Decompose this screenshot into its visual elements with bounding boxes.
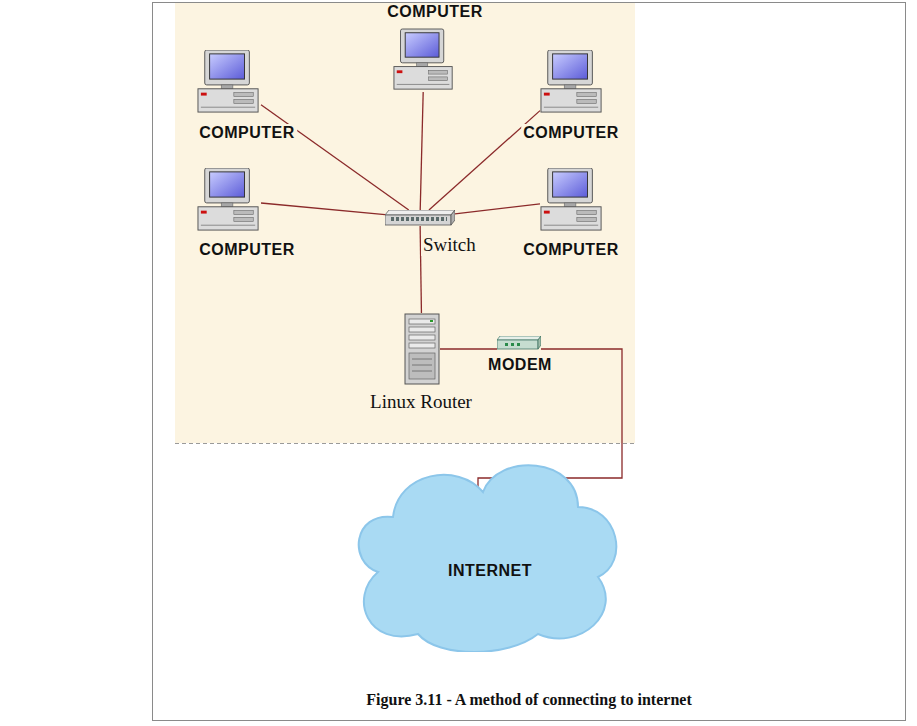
pc-symbol xyxy=(541,168,601,230)
pc-icon xyxy=(540,50,604,114)
pc-icon xyxy=(540,168,604,232)
network-cable xyxy=(261,203,385,215)
modem-symbol xyxy=(497,336,541,349)
modem: MODEM xyxy=(497,336,541,350)
figure-caption: Figure 3.11 - A method of connecting to … xyxy=(152,691,906,709)
computer: COMPUTER xyxy=(393,28,455,92)
lan-area xyxy=(175,3,635,443)
pc-symbol xyxy=(198,50,258,112)
network-cable xyxy=(440,348,497,349)
pc-symbol xyxy=(541,50,601,112)
cloud-symbol xyxy=(359,465,617,652)
pc-icon xyxy=(393,28,455,92)
router-symbol xyxy=(405,314,439,384)
node-label: COMPUTER xyxy=(521,241,621,259)
pc-symbol xyxy=(394,29,452,89)
network-cable xyxy=(261,105,409,210)
pc-symbol xyxy=(198,168,258,230)
router-icon xyxy=(404,313,440,385)
computer: COMPUTER xyxy=(197,50,261,114)
node-label: COMPUTER xyxy=(197,124,297,142)
cloud-icon xyxy=(348,452,623,652)
node-label: MODEM xyxy=(486,356,554,374)
network-cable xyxy=(455,204,540,214)
node-label: Linux Router xyxy=(368,391,474,413)
network-switch: Switch xyxy=(385,210,455,226)
pc-icon xyxy=(197,50,261,114)
node-label: COMPUTER xyxy=(197,241,297,259)
node-label: Switch xyxy=(421,234,478,256)
network-cable xyxy=(420,92,423,210)
pc-icon xyxy=(197,168,261,232)
figure-frame xyxy=(153,3,906,721)
switch-icon xyxy=(385,210,455,226)
node-label: INTERNET xyxy=(446,562,534,580)
node-label: COMPUTER xyxy=(521,124,621,142)
boundary-line xyxy=(175,443,635,444)
switch-symbol xyxy=(385,210,455,226)
computer: COMPUTER xyxy=(197,168,261,232)
computer: COMPUTER xyxy=(540,168,604,232)
modem-icon xyxy=(497,336,541,350)
node-label: COMPUTER xyxy=(385,3,485,21)
linux-router: Linux Router xyxy=(404,313,440,385)
computer: COMPUTER xyxy=(540,50,604,114)
internet-cloud: INTERNET xyxy=(348,452,623,652)
